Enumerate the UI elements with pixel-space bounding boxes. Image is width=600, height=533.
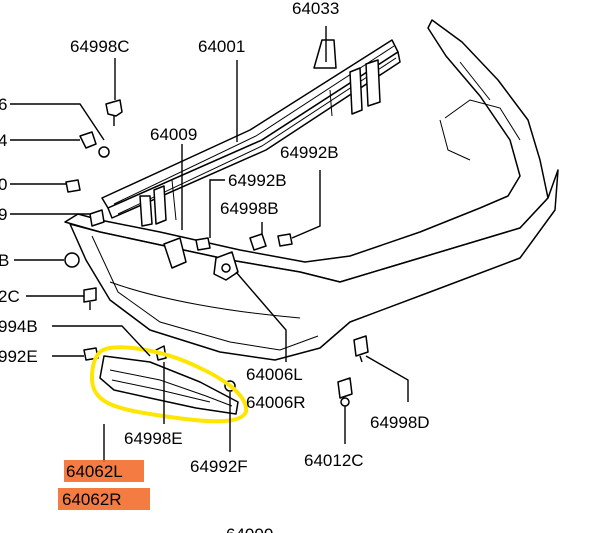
label-64998C: 64998C — [70, 37, 130, 56]
label-64001: 64001 — [198, 37, 245, 56]
fasteners — [64, 99, 369, 407]
label-64998E: 64998E — [124, 429, 183, 448]
bracket-64009 — [163, 237, 187, 269]
label-64033: 64033 — [292, 0, 339, 18]
label-cut-row6: 2C — [0, 287, 20, 306]
bumper-reinforcement — [101, 39, 401, 227]
label-cut-row5: B — [0, 251, 9, 270]
reflector-64062 — [89, 345, 249, 424]
highlight-outline — [89, 345, 249, 424]
side-bracket-64006 — [213, 251, 239, 281]
leader-lines — [10, 26, 409, 462]
label-highlight-64062R — [58, 488, 150, 510]
part-labels: 64033 64998C 64001 64009 64992B 64992B 6… — [0, 0, 430, 533]
label-cut-row1: 6 — [0, 95, 7, 114]
label-64062L: 64062L — [66, 462, 123, 481]
label-cut-row2: 4 — [0, 131, 7, 150]
label-64998B: 64998B — [220, 199, 279, 218]
part-64033 — [313, 39, 337, 69]
label-64992B-top: 64992B — [280, 143, 339, 162]
label-64062R: 64062R — [62, 490, 122, 509]
label-64992B-mid: 64992B — [228, 171, 287, 190]
label-cut-row7: 994B — [0, 317, 38, 336]
label-64006R: 64006R — [246, 393, 306, 412]
label-64006L: 64006L — [246, 365, 303, 384]
label-64009: 64009 — [150, 125, 197, 144]
label-64998D: 64998D — [370, 413, 430, 432]
label-cut-row8: 992E — [0, 347, 38, 366]
label-64012C: 64012C — [304, 451, 364, 470]
label-cut-row3: 0 — [0, 175, 7, 194]
label-cut-row4: 9 — [0, 205, 7, 224]
label-64000: 64000 — [226, 525, 273, 533]
label-highlight-64062L — [64, 460, 144, 482]
label-64992F: 64992F — [190, 457, 248, 476]
